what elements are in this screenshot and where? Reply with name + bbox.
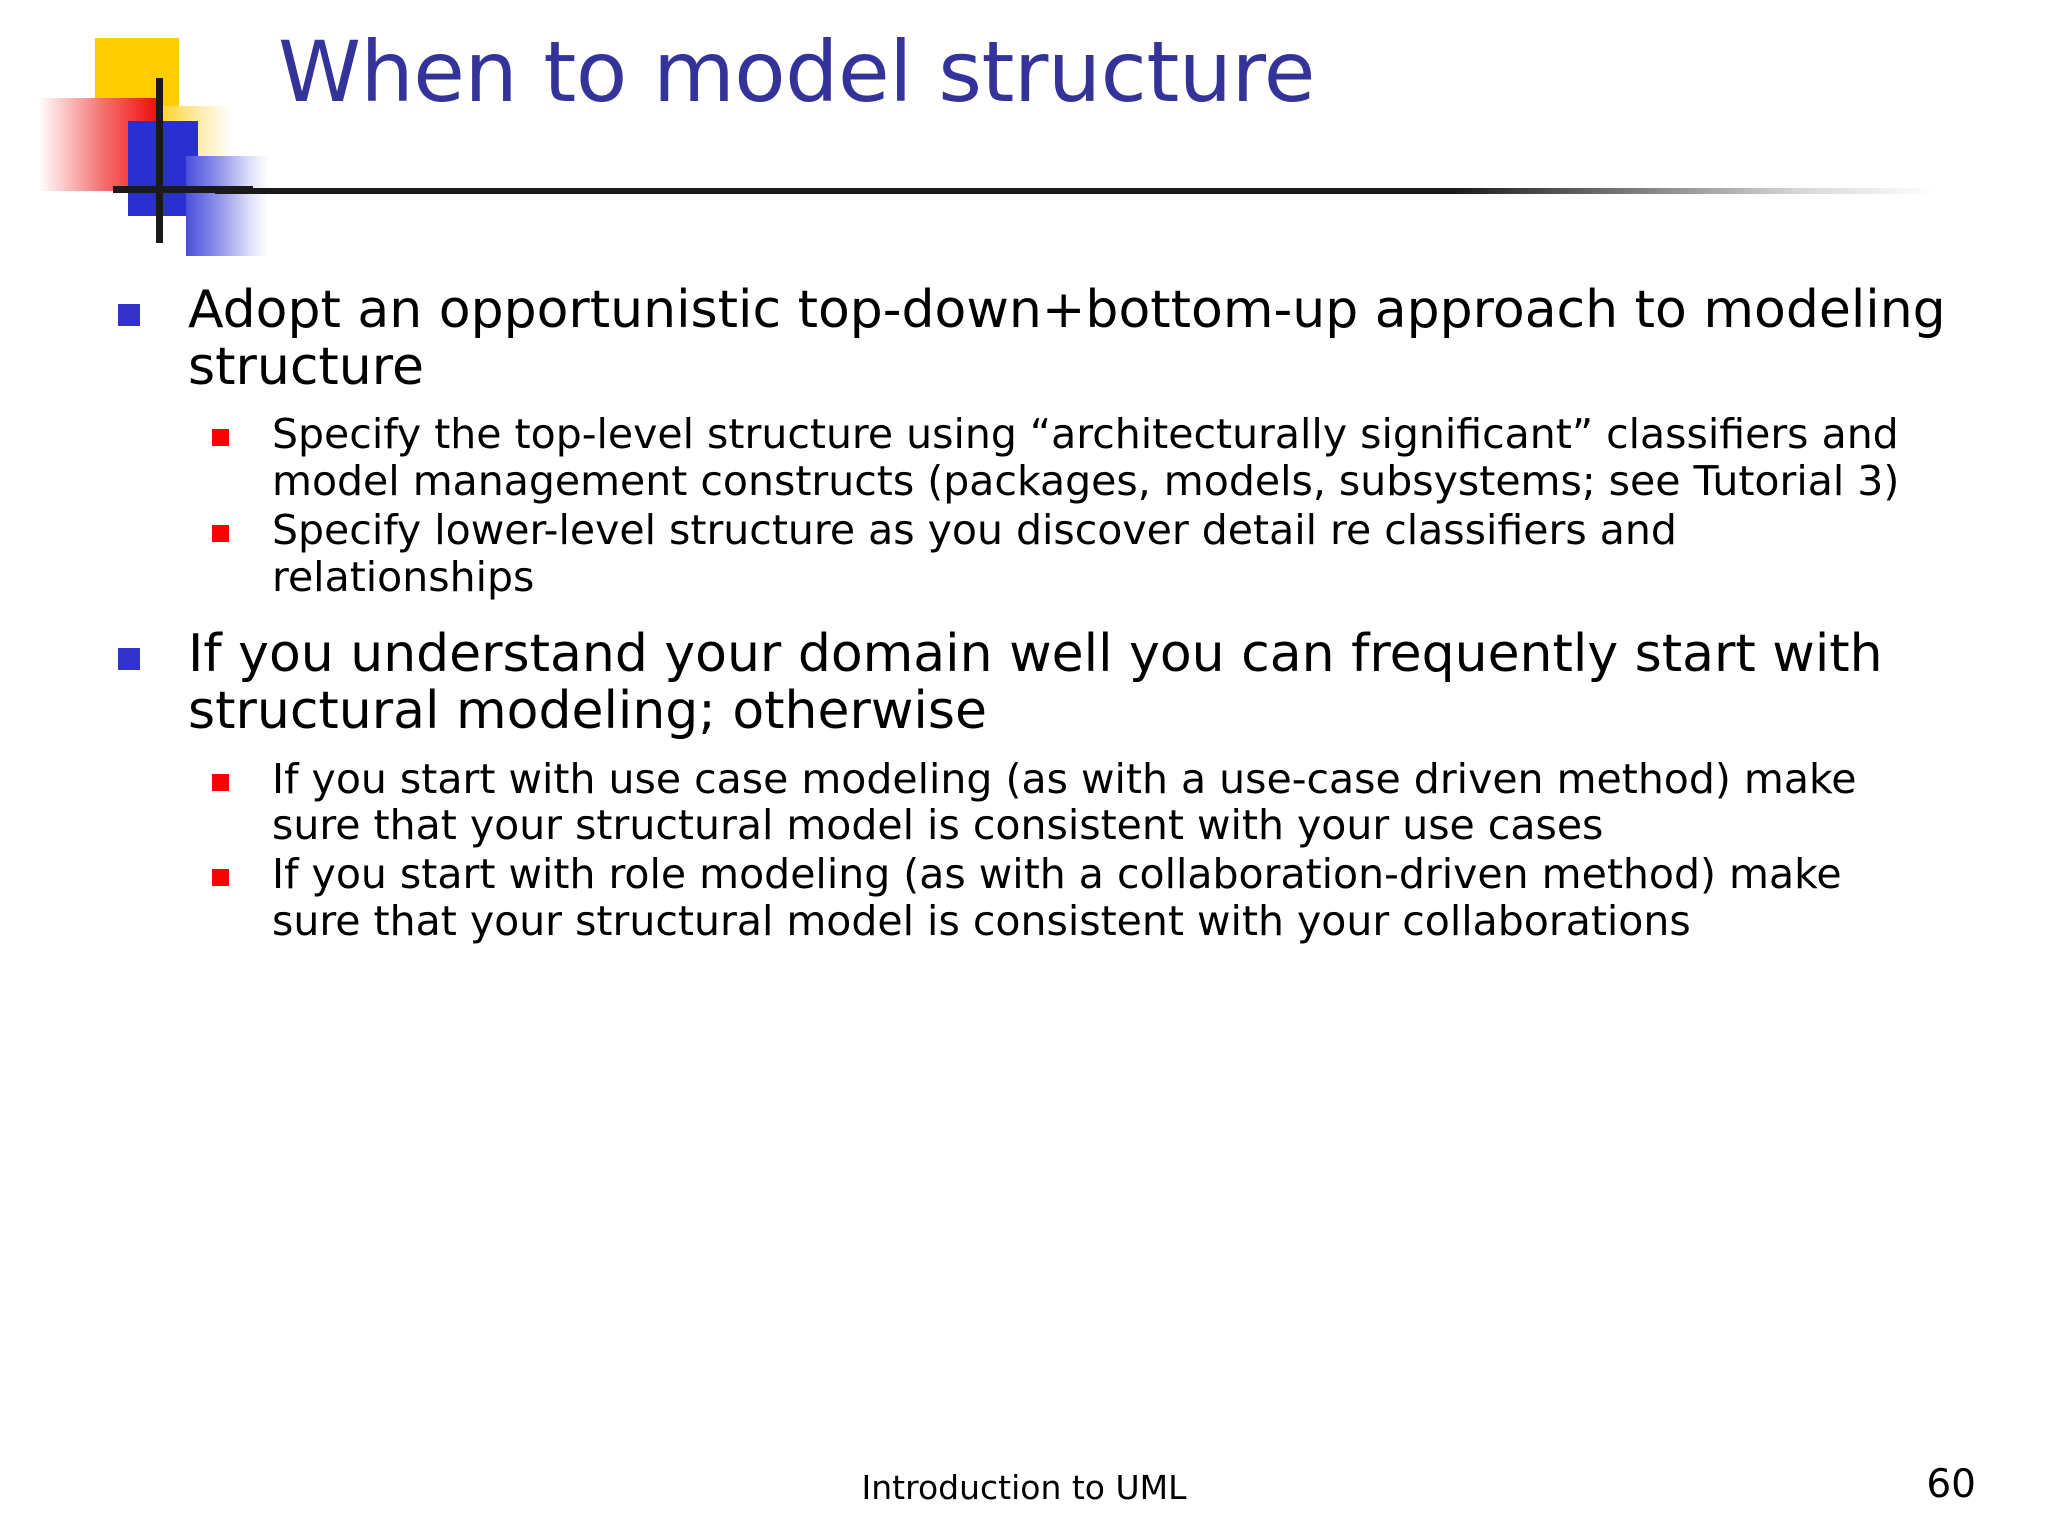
bullet-marker-blue-icon: [118, 648, 140, 671]
bullet-marker-red-icon: [212, 429, 229, 447]
page-title: When to model structure: [278, 23, 1315, 121]
bullet-level2: If you start with use case modeling (as …: [0, 754, 2048, 850]
logo-blue-gradient-square: [186, 156, 268, 256]
bullet-text: Adopt an opportunistic top-down+bottom-u…: [188, 280, 1946, 397]
slide-body: Adopt an opportunistic top-down+bottom-u…: [0, 282, 2048, 947]
bullet-text: If you start with use case modeling (as …: [272, 754, 1857, 850]
bullet-level2: Specify lower-level structure as you dis…: [0, 507, 2048, 600]
bullet-level2: If you start with role modeling (as with…: [0, 851, 2048, 944]
bullet-text: Specify lower-level structure as you dis…: [272, 505, 1677, 601]
bullet-marker-red-icon: [212, 869, 229, 887]
bullet-marker-red-icon: [212, 773, 229, 791]
bullet-level1: Adopt an opportunistic top-down+bottom-u…: [0, 282, 2048, 395]
footer-page-number: 60: [1926, 1462, 1976, 1507]
logo-horizontal-line: [113, 186, 253, 193]
bullet-text: If you start with role modeling (as with…: [272, 850, 1842, 945]
title-divider: [215, 188, 1935, 194]
bullet-marker-blue-icon: [118, 304, 140, 326]
footer-title: Introduction to UML: [861, 1468, 1187, 1507]
logo-vertical-line: [156, 78, 163, 243]
slide-logo-decoration: [38, 18, 268, 258]
spacer: [0, 602, 2048, 626]
bullet-text: Specify the top-level structure using “a…: [272, 410, 1900, 506]
bullet-level1: If you understand your domain well you c…: [0, 626, 2048, 739]
bullet-text: If you understand your domain well you c…: [188, 624, 1883, 741]
bullet-level2: Specify the top-level structure using “a…: [0, 411, 2048, 504]
bullet-marker-red-icon: [212, 524, 229, 542]
